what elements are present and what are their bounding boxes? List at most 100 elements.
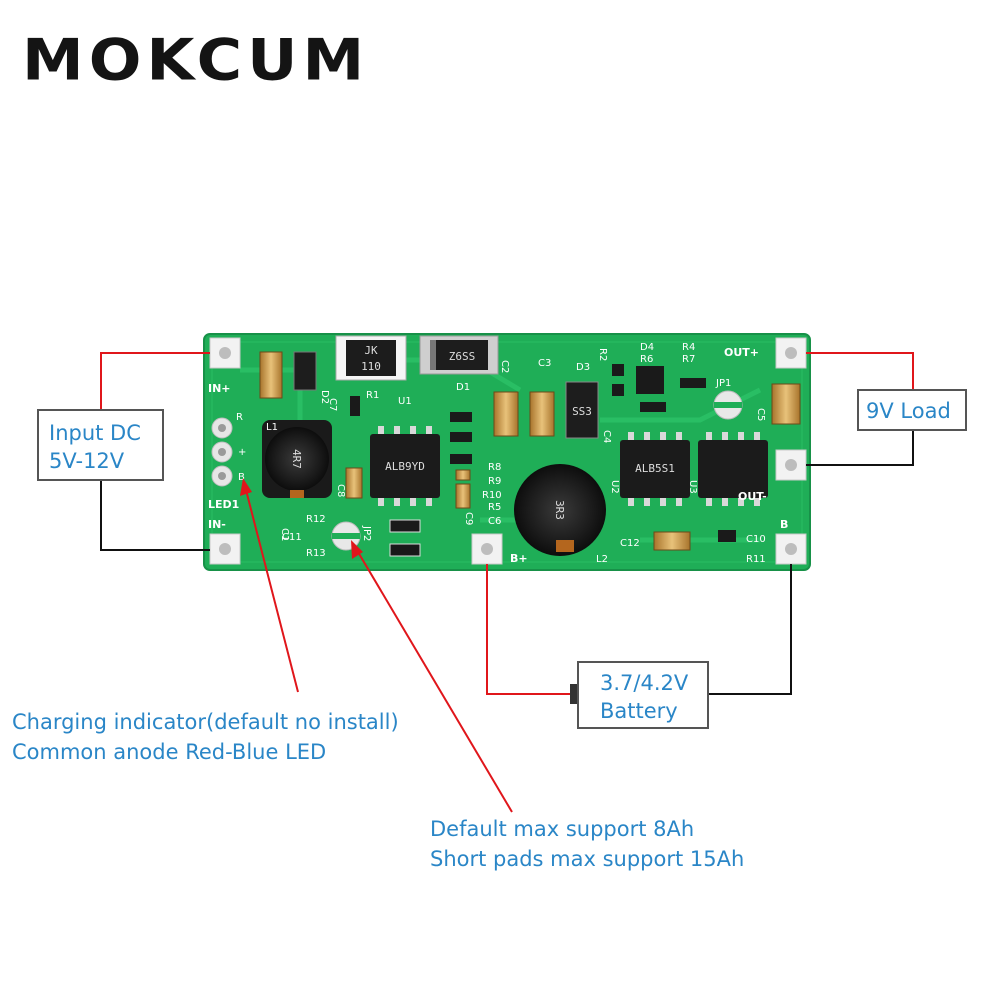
capacitor-c8 (345, 467, 363, 499)
svg-text:C2: C2 (499, 360, 510, 373)
svg-text:3R3: 3R3 (553, 500, 566, 520)
pads-note-line2: Short pads max support 15Ah (430, 847, 744, 871)
svg-text:B: B (238, 472, 245, 483)
svg-text:JP1: JP1 (715, 378, 731, 389)
capacitor-c3 (529, 391, 555, 437)
input-dc-label: Input DC (49, 421, 141, 445)
silk-out-plus: OUT+ (724, 346, 759, 359)
input-wires (100, 352, 210, 551)
jp1-pads (713, 390, 743, 420)
svg-text:R11: R11 (746, 554, 766, 565)
battery-label: Battery (600, 699, 678, 723)
svg-text:C3: C3 (538, 358, 551, 369)
svg-text:R7: R7 (682, 354, 695, 365)
svg-text:R2: R2 (597, 348, 608, 361)
diode-d2 (293, 351, 317, 391)
fuse-jk110: JK 110 (335, 335, 407, 381)
pad-out-minus (775, 449, 807, 481)
svg-text:R8: R8 (488, 462, 501, 473)
capacitor-c12 (653, 531, 691, 551)
svg-text:SS3: SS3 (572, 405, 592, 418)
svg-text:C9: C9 (463, 512, 474, 525)
ic-u2: ALB5S1 (620, 432, 690, 506)
svg-text:JK: JK (364, 344, 378, 357)
svg-text:C6: C6 (488, 516, 501, 527)
capacitor-c5 (771, 383, 801, 425)
svg-text:C10: C10 (746, 534, 766, 545)
svg-text:R5: R5 (488, 502, 501, 513)
inductor-l2: 3R3 (514, 464, 606, 556)
svg-text:U3: U3 (687, 480, 698, 494)
svg-text:R9: R9 (488, 476, 501, 487)
svg-text:R: R (236, 412, 243, 423)
svg-text:C11: C11 (282, 532, 302, 543)
svg-text:R12: R12 (306, 514, 326, 525)
pad-b (775, 533, 807, 565)
svg-text:ALB9YD: ALB9YD (385, 460, 425, 473)
svg-text:C7: C7 (327, 398, 338, 411)
load-label: 9V Load (866, 399, 951, 423)
svg-text:D2: D2 (319, 390, 330, 404)
svg-text:D1: D1 (456, 382, 470, 393)
svg-text:Z6SS: Z6SS (449, 350, 476, 363)
battery-voltage-label: 3.7/4.2V (600, 671, 689, 695)
capacitor-c6 (455, 469, 471, 481)
input-voltage-label: 5V-12V (49, 449, 125, 473)
capacitor-c1 (259, 351, 283, 399)
silk-b: B (780, 518, 788, 531)
indicator-note-line1: Charging indicator(default no install) (12, 710, 399, 734)
ic-u1: ALB9YD (370, 426, 440, 506)
battery-box: 3.7/4.2V Battery (570, 661, 709, 729)
battery-wires (486, 564, 792, 695)
svg-text:L1: L1 (266, 422, 278, 433)
svg-text:D4: D4 (640, 342, 654, 353)
pad-b-plus (471, 533, 503, 565)
silk-b-plus: B+ (510, 552, 528, 565)
diode-d3: SS3 (565, 381, 599, 439)
svg-text:C4: C4 (601, 430, 612, 443)
ic-u3 (698, 432, 768, 506)
load-wires (806, 352, 914, 466)
silk-in-minus: IN- (208, 518, 226, 531)
resistors (350, 364, 736, 557)
jumper-pointer (351, 540, 513, 813)
capacitor-c9 (455, 483, 471, 509)
pad-in-minus (209, 533, 241, 565)
svg-text:ALB5S1: ALB5S1 (635, 462, 675, 475)
inductor-l1: 4R7 (262, 420, 332, 498)
input-dc-box: Input DC 5V-12V (37, 409, 164, 481)
svg-text:4R7: 4R7 (290, 449, 303, 469)
led-pads (211, 417, 233, 487)
pad-out-plus (775, 337, 807, 369)
silk-led1: LED1 (208, 498, 239, 511)
capacitor-c2 (493, 391, 519, 437)
diode-d1: Z6SS (419, 335, 499, 375)
svg-text:110: 110 (361, 360, 381, 373)
svg-text:R1: R1 (366, 390, 379, 401)
svg-text:C1: C1 (279, 528, 290, 541)
svg-text:C8: C8 (335, 484, 346, 497)
brand-logo: MOKCUM (22, 26, 370, 94)
svg-text:+: + (238, 447, 246, 458)
silk-out-minus: OUT- (738, 490, 767, 503)
svg-text:R10: R10 (482, 490, 502, 501)
svg-text:C5: C5 (755, 408, 766, 421)
svg-text:R13: R13 (306, 548, 326, 559)
silkscreen-labels: IN+ IN- OUT+ OUT- B+ B LED1 R + B L1 L2 … (208, 342, 788, 565)
svg-text:C12: C12 (620, 538, 640, 549)
pad-in-plus (209, 337, 241, 369)
svg-text:R4: R4 (682, 342, 695, 353)
indicator-pointer (240, 478, 299, 693)
svg-text:R6: R6 (640, 354, 653, 365)
svg-text:L2: L2 (596, 554, 608, 565)
silk-in-plus: IN+ (208, 382, 231, 395)
svg-text:JP2: JP2 (361, 525, 372, 541)
svg-text:D3: D3 (576, 362, 590, 373)
pads-note-line1: Default max support 8Ah (430, 817, 694, 841)
load-box: 9V Load (857, 389, 967, 431)
indicator-note-line2: Common anode Red-Blue LED (12, 740, 326, 764)
transistor-q1 (636, 366, 664, 394)
svg-text:U2: U2 (609, 480, 620, 494)
svg-text:U1: U1 (398, 396, 412, 407)
